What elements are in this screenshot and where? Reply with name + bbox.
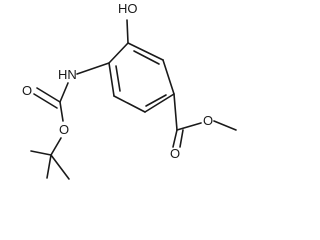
bond-o-methyl: [213, 120, 237, 131]
carbamate-carbonyl-oxygen-label: O: [22, 83, 32, 98]
bond-tbu-methyl-2: [46, 154, 52, 179]
ring-bond-c3-c4: [144, 93, 175, 113]
amine-label: HN: [58, 67, 77, 82]
chemical-structure-diagram: HO HN O O O O: [22, 1, 237, 180]
bond-tbu-methyl-1: [30, 150, 52, 156]
bond-ester-c-o-double-1: [172, 129, 178, 148]
ring-bond-c1-c2: [127, 42, 164, 61]
boc-amine-group: HN O O: [22, 62, 110, 180]
ester-ether-oxygen-label: O: [203, 113, 213, 128]
bond-n-carbamate-c: [59, 82, 69, 103]
bond-ester-c-o-double-2: [179, 129, 184, 148]
ring-bond-c5-c6-inner: [115, 65, 121, 92]
ester-carbonyl-oxygen-label: O: [170, 146, 180, 161]
hydroxyl-label: HO: [118, 1, 138, 16]
bond-o-tbu-c: [50, 137, 62, 156]
carbamate-ester-oxygen-label: O: [59, 122, 69, 137]
ring-bond-c2-c3: [162, 59, 175, 95]
methyl-ester-group: O O: [170, 93, 237, 161]
bond-carbamate-c-o-double-1: [36, 87, 61, 103]
ring-bond-c3-c4-inner: [145, 94, 167, 107]
bond-ester-c-o-single: [176, 122, 202, 131]
ring-bond-c1-c2-inner: [133, 50, 160, 65]
ring-bond-c5-c6: [108, 62, 115, 97]
benzene-ring: [108, 42, 175, 113]
ring-bond-c4-c5: [113, 95, 146, 113]
bond-carbamate-c-o-single: [59, 101, 64, 122]
bond-c1-oh: [126, 19, 129, 44]
bond-c6-n: [76, 62, 110, 75]
bond-c3-ester-c: [173, 93, 178, 131]
hydroxyl-group: HO: [118, 1, 138, 44]
bond-carbamate-c-o-double-2: [33, 93, 58, 109]
bond-tbu-methyl-3: [50, 154, 70, 180]
ring-bond-c6-c1: [108, 42, 129, 64]
